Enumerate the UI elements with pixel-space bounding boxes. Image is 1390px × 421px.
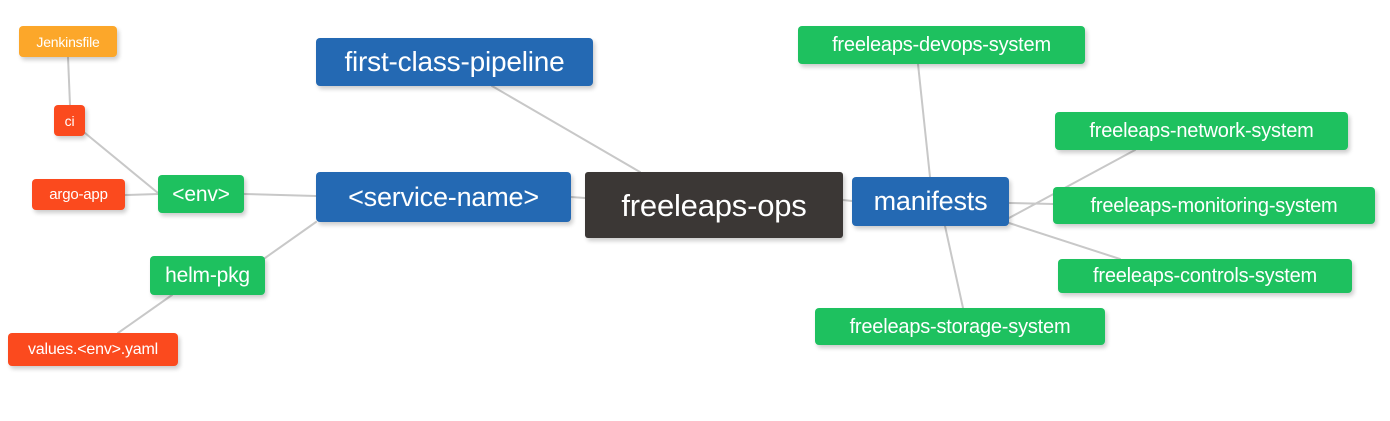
mindmap-node-network[interactable]: freeleaps-network-system — [1055, 112, 1348, 150]
node-label: ci — [64, 112, 75, 129]
edge-freeleaps-ops-to-manifests — [842, 199, 853, 202]
node-label: freeleaps-ops — [621, 187, 807, 223]
mindmap-node-env[interactable]: <env> — [158, 175, 244, 213]
edge-helm-pkg-to-values-yaml — [117, 294, 173, 334]
edge-first-class-to-freeleaps-ops — [491, 85, 641, 173]
node-label: values.<env>.yaml — [27, 340, 158, 358]
mindmap-node-freeleaps-ops[interactable]: freeleaps-ops — [585, 172, 843, 238]
mindmap-node-ci[interactable]: ci — [54, 105, 85, 136]
edge-manifests-to-devops — [917, 63, 931, 178]
edge-manifests-to-controls — [1008, 222, 1121, 260]
node-label: freeleaps-devops-system — [832, 34, 1051, 56]
mindmap-node-monitoring[interactable]: freeleaps-monitoring-system — [1053, 187, 1375, 224]
edge-argo-app-to-env — [124, 193, 159, 196]
edge-manifests-to-storage — [944, 225, 964, 309]
mindmap-node-jenkinsfile[interactable]: Jenkinsfile — [19, 26, 117, 57]
node-label: argo-app — [49, 186, 108, 203]
node-label: <service-name> — [348, 181, 539, 212]
mindmap-node-manifests[interactable]: manifests — [852, 177, 1009, 226]
edge-manifests-to-monitoring — [1008, 202, 1054, 205]
mindmap-node-devops[interactable]: freeleaps-devops-system — [798, 26, 1085, 64]
node-label: helm-pkg — [165, 264, 250, 287]
mindmap-node-argo-app[interactable]: argo-app — [32, 179, 125, 210]
node-label: <env> — [172, 182, 230, 206]
node-label: freeleaps-storage-system — [849, 315, 1071, 338]
node-label: manifests — [873, 186, 988, 216]
mindmap-node-first-class[interactable]: first-class-pipeline — [316, 38, 593, 86]
edge-env-to-service-name — [243, 193, 317, 197]
mindmap-node-values-yaml[interactable]: values.<env>.yaml — [8, 333, 178, 366]
edge-service-name-to-helm-pkg — [264, 221, 317, 259]
mindmap-node-controls[interactable]: freeleaps-controls-system — [1058, 259, 1352, 293]
node-label: Jenkinsfile — [36, 33, 100, 50]
mindmap-node-service-name[interactable]: <service-name> — [316, 172, 571, 222]
edge-service-name-to-freeleaps-ops — [570, 196, 586, 199]
node-label: freeleaps-monitoring-system — [1090, 194, 1338, 217]
mindmap-node-helm-pkg[interactable]: helm-pkg — [150, 256, 265, 295]
mindmap-node-storage[interactable]: freeleaps-storage-system — [815, 308, 1105, 345]
node-label: first-class-pipeline — [344, 46, 565, 77]
node-label: freeleaps-controls-system — [1093, 265, 1317, 287]
edge-jenkinsfile-to-ci — [67, 56, 71, 106]
node-label: freeleaps-network-system — [1089, 120, 1314, 142]
